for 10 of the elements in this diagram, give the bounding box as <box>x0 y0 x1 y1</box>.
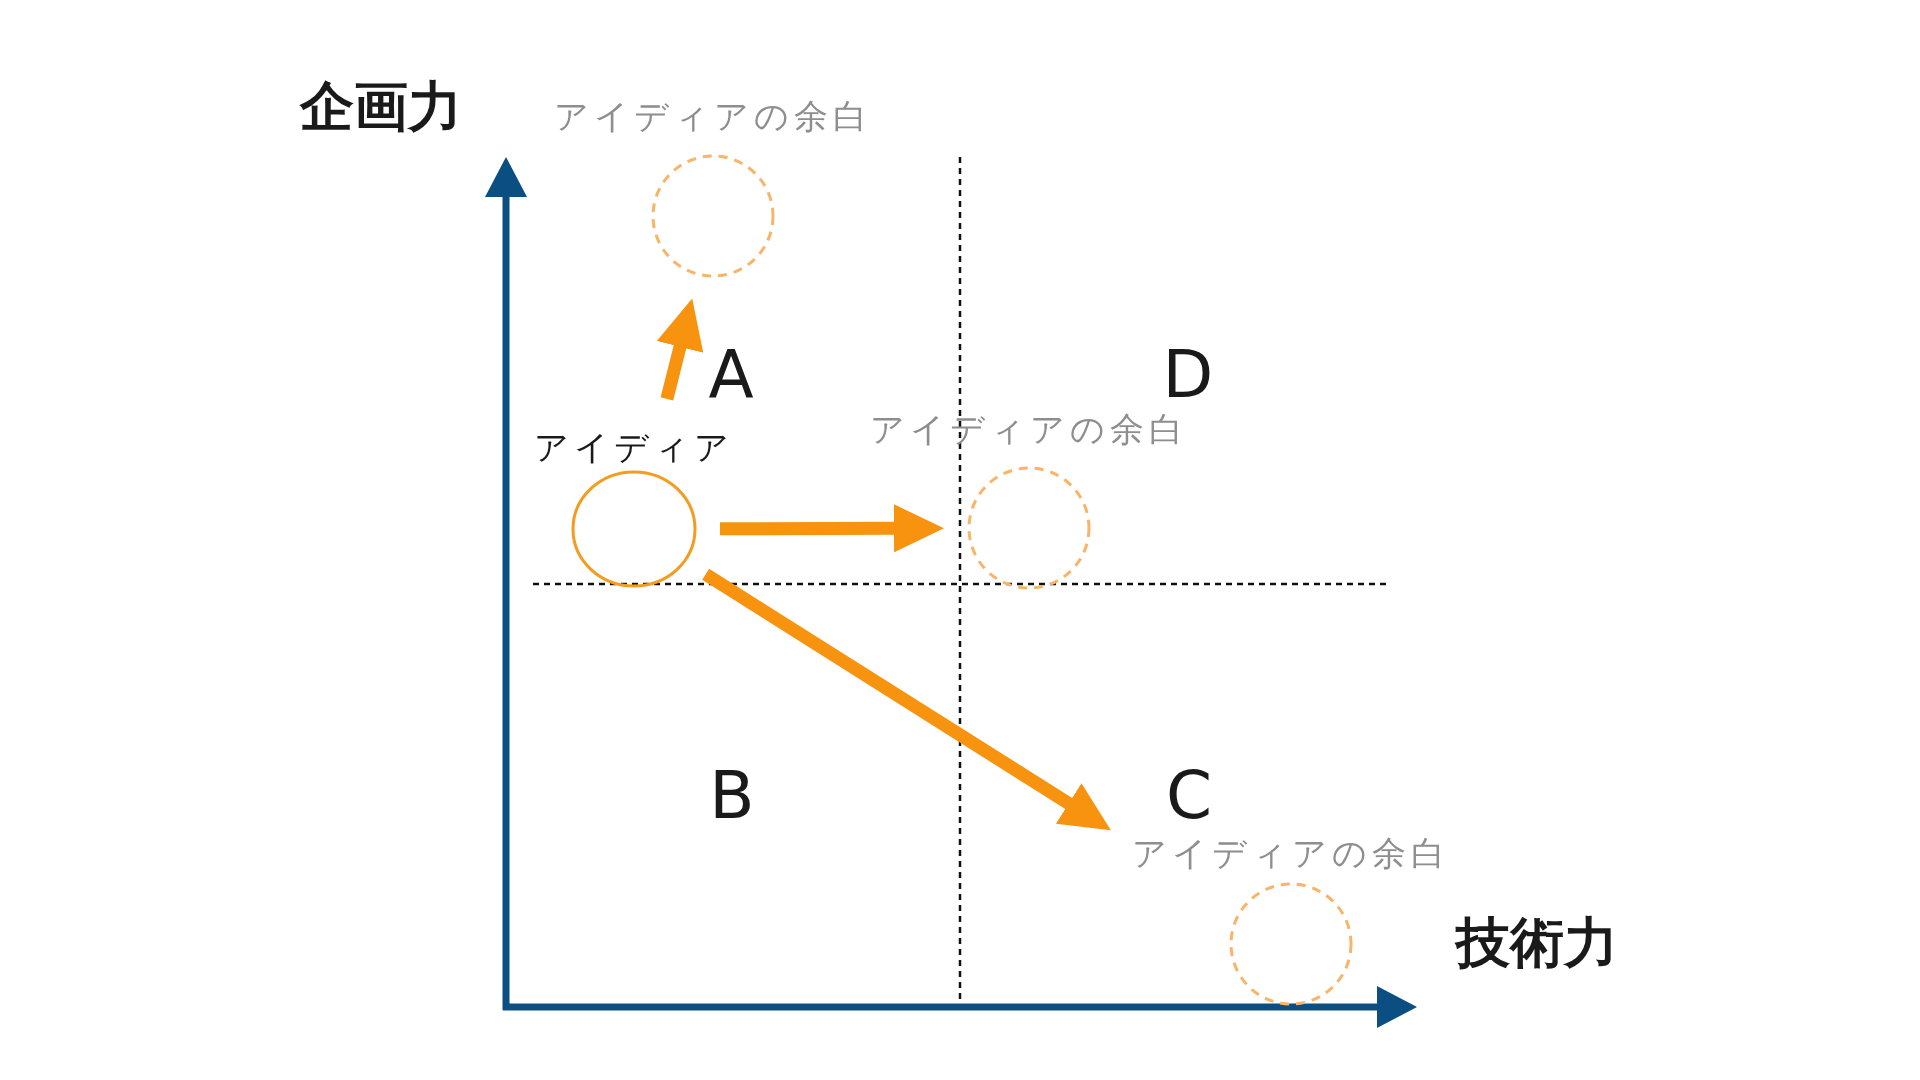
node-label: アイディアの余白 <box>554 95 872 138</box>
arrow <box>656 296 704 401</box>
node-label: アイディアの余白 <box>1132 832 1450 875</box>
axis-label: 企画力 <box>300 75 462 139</box>
quadrant-letter: B <box>709 758 755 834</box>
quadrant-letter: A <box>708 337 754 413</box>
quadrant-letter: C <box>1165 758 1213 834</box>
node-label: アイディア <box>534 426 734 469</box>
axis-label: 技術力 <box>1456 911 1618 975</box>
arrow <box>719 504 945 553</box>
